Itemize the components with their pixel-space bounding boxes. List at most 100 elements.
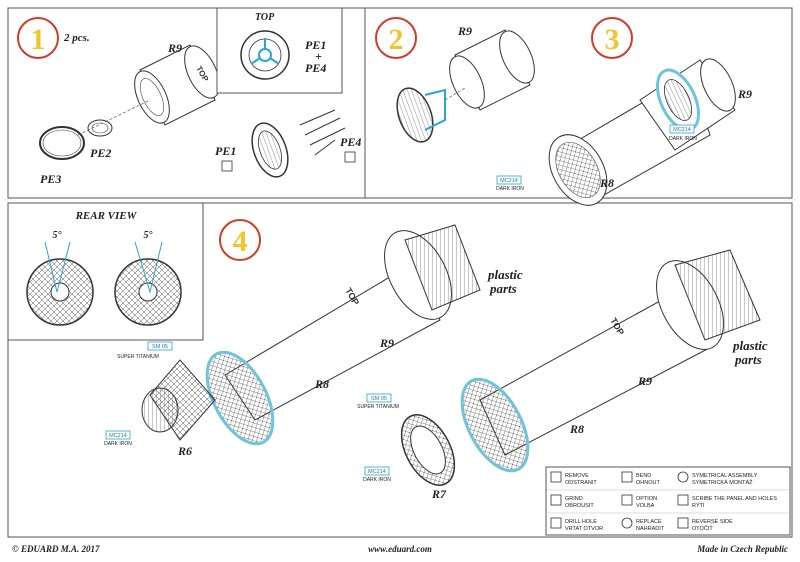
svg-text:GRIND: GRIND [565,496,583,502]
mc214-callout-step3 [669,124,695,134]
step-1: 1 2 pcs. TOP R9 PE2 PE3 [17,17,220,186]
r9-part-step1: TOP [134,44,220,126]
wheel-step2 [396,87,434,143]
r8-label-upper: R8 [314,377,329,391]
sm05-callout-upper [147,341,173,351]
step-3: 3 R9 R8 MC214 DARK IRON MC214 DARK IRON [496,17,752,206]
r8-label-lower: R8 [569,422,584,436]
plastic-parts-lower-2: parts [734,352,762,367]
svg-text:OPTION: OPTION [636,496,657,502]
step-4-number: 4 [233,225,248,258]
plastic-parts-upper-1: plastic [487,267,523,282]
step-1-badge [17,17,59,59]
pe3-ring [39,126,85,160]
rear-angle-left: 5° [53,230,62,241]
svg-text:RÝTÍ: RÝTÍ [692,502,705,509]
svg-text:DARK IRON: DARK IRON [496,186,524,192]
pe2-label: PE2 [90,146,111,160]
svg-text:BEND: BEND [636,473,651,479]
bend-icon-pe4 [344,151,356,163]
svg-text:SYMETRICKÁ MONTÁŽ: SYMETRICKÁ MONTÁŽ [692,478,753,486]
step-1-note: 2 pcs. [63,32,90,44]
svg-text:SM 05: SM 05 [152,344,168,350]
remove-icon [550,471,562,483]
pe1-plus-label: PE1 [305,38,326,52]
grind-icon [550,494,562,506]
step-1-number: 1 [31,23,46,56]
svg-text:REPLACE: REPLACE [636,519,662,525]
svg-text:VRTAT OTVOR: VRTAT OTVOR [565,526,603,532]
bend-icon [621,471,633,483]
pe2-ring [87,119,113,137]
svg-text:MC214: MC214 [500,178,518,184]
svg-text:DARK IRON: DARK IRON [669,136,697,142]
pe4-plus-label: PE4 [305,61,326,75]
rear-view-box: REAR VIEW 5° 5° [7,202,204,341]
upper-nozzle-assembly: TOP [141,224,481,446]
svg-text:MC214: MC214 [673,127,691,133]
svg-text:DRILL HOLE: DRILL HOLE [565,519,597,525]
bottom-panel-frame [7,202,793,538]
step-2: 2 R9 [375,17,535,143]
scribe-icon [677,494,689,506]
svg-text:DARK IRON: DARK IRON [363,477,391,483]
drill-icon [550,517,562,529]
pe3-label: PE3 [40,172,61,186]
r9-label-step2: R9 [457,24,472,38]
r9-label-upper: R9 [379,336,394,350]
pe1-label: PE1 [215,144,236,158]
svg-text:MC214: MC214 [109,433,127,439]
r7-label: R7 [431,487,447,501]
svg-text:ODSTRANIT: ODSTRANIT [565,480,597,486]
svg-text:SM 05: SM 05 [371,396,387,402]
symbol-legend: REMOVE ODSTRANIT BEND OHNOUT SYMETRICAL … [545,466,791,536]
r9-label-step3: R9 [737,87,752,101]
footer-origin: Made in Czech Republic [696,544,788,554]
rear-angle-right: 5° [144,230,153,241]
mc214-callout-lower [364,466,390,476]
r9-r8-assembly-step3 [548,58,736,206]
bend-icon-pe1 [221,160,233,172]
r6-label: R6 [177,444,192,458]
svg-text:MC214: MC214 [368,469,386,475]
step-4: 4 TOP R9 R8 R6 plastic parts SM 05 SUPER… [104,219,768,501]
plus-sign: + [315,49,322,63]
svg-text:SUPER TITANIUM: SUPER TITANIUM [357,404,399,410]
mc214-callout-upper [105,430,131,440]
symmetrical-icon [677,471,689,483]
pe4-label: PE4 [340,135,361,149]
svg-text:SCRIBE THE PANEL AND HOLES: SCRIBE THE PANEL AND HOLES [692,496,777,502]
svg-text:VOLBA: VOLBA [636,503,655,509]
svg-text:REVERSE SIDE: REVERSE SIDE [692,519,733,525]
svg-text:SUPER TITANIUM: SUPER TITANIUM [117,354,159,360]
footer-copyright: © EDUARD M.A. 2017 [12,544,100,554]
svg-text:OHNOUT: OHNOUT [636,480,660,486]
step-2-number: 2 [389,23,404,56]
svg-text:DARK IRON: DARK IRON [104,441,132,447]
r9-part-step2 [449,29,535,111]
plastic-parts-lower-1: plastic [732,338,768,353]
svg-text:NAHRADIT: NAHRADIT [636,526,665,532]
r8-label-step3: R8 [599,176,614,190]
replace-icon [621,517,633,529]
top-panel-frame [7,7,793,199]
r9-label-lower: R9 [637,374,652,388]
plastic-parts-upper-2: parts [489,281,517,296]
mc214-callout-step3b [496,175,522,185]
pe1-pe4-assembly: PE1 PE4 [215,109,361,178]
rear-nozzle-left [26,241,94,326]
top-view-box: TOP PE1 + PE4 [216,7,343,94]
step-3-number: 3 [605,23,620,56]
svg-text:OBROUSIT: OBROUSIT [565,503,594,509]
sm05-callout-lower [366,393,392,403]
rear-view-title: REAR VIEW [75,210,138,222]
r9-label-step1: R9 [167,41,182,55]
rear-nozzle-right [114,241,182,326]
top-view-title: TOP [255,12,275,23]
option-icon [621,494,633,506]
lower-nozzle-assembly: TOP [400,249,761,486]
svg-text:OTOČIT: OTOČIT [692,525,713,532]
reverse-icon [677,517,689,529]
svg-text:SYMETRICAL ASSEMBLY: SYMETRICAL ASSEMBLY [692,473,758,479]
